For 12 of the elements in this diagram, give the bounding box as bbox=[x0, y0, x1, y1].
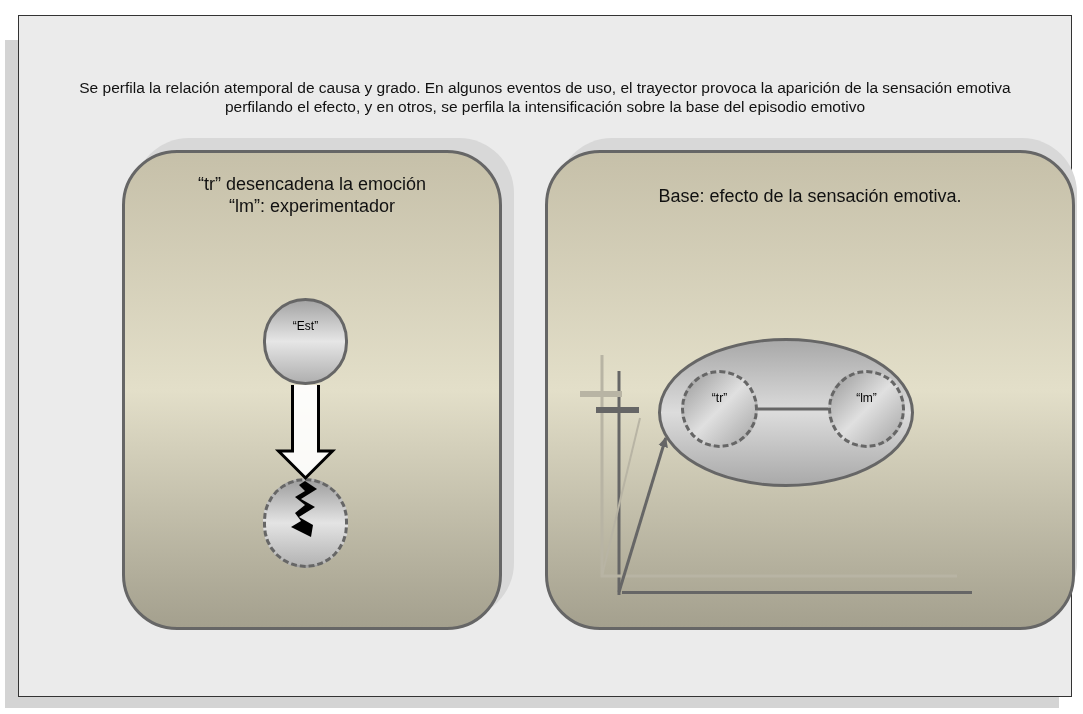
panel-title: Base: efecto de la sensación emotiva. bbox=[657, 185, 963, 207]
block-arrow bbox=[274, 383, 337, 481]
rounded-panel bbox=[545, 150, 1075, 630]
diagram-title: Se perfila la relación atemporal de causa y grado. En algunos eventos de uso, el trayector provoca la aparición de la sensación emotiva perfilando el efecto, y en otros, se perfila la intensificación sobre la base del episodio emotivo bbox=[78, 78, 1012, 116]
connector-line bbox=[758, 407, 828, 411]
node-label: “tr” bbox=[710, 390, 729, 407]
node-label: “lm” bbox=[855, 390, 878, 407]
arrow bbox=[617, 437, 668, 593]
vertical-axis bbox=[616, 369, 622, 595]
node-label: “Est” bbox=[291, 318, 320, 335]
rounded-panel bbox=[122, 150, 502, 630]
panel-title: “tr” desencadena la emoción “lm”: experimentador bbox=[196, 173, 428, 217]
